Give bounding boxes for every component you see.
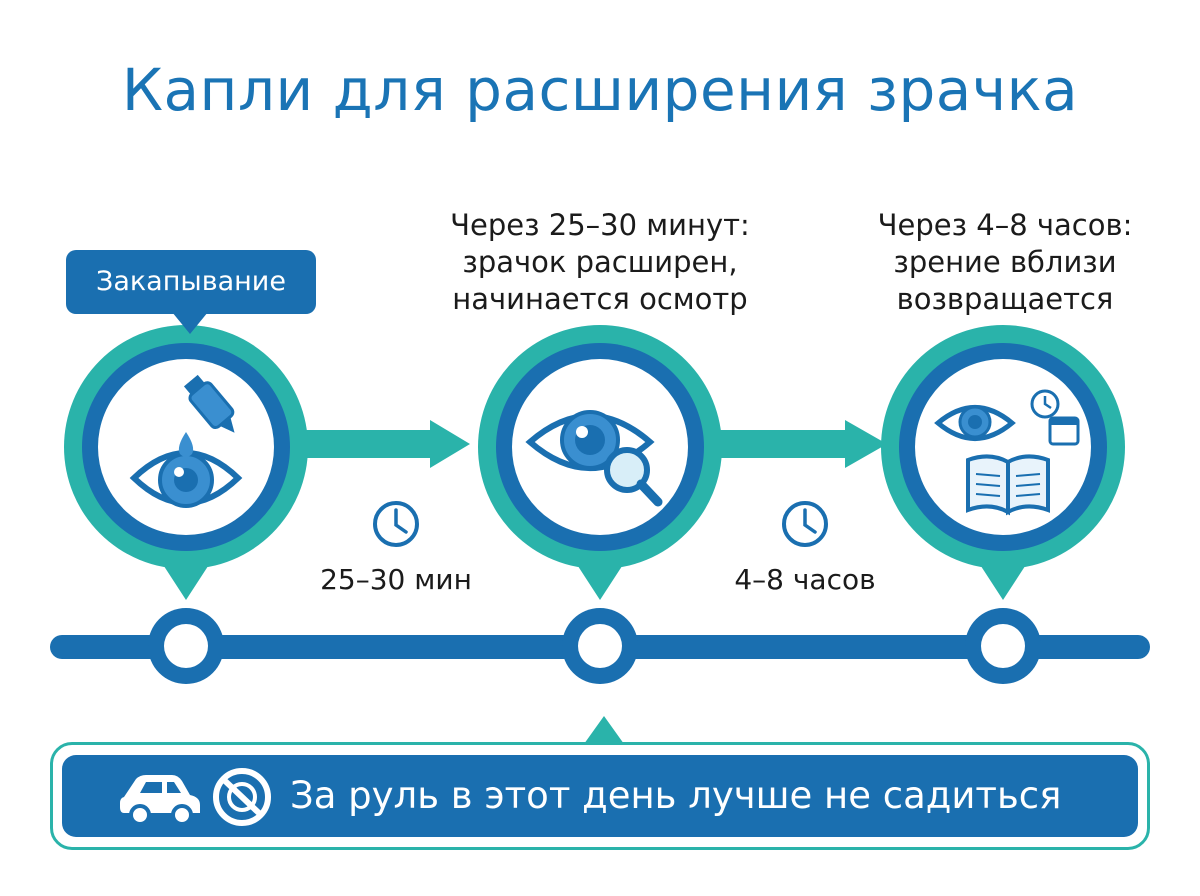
timeline-node-2 (562, 608, 638, 684)
warning-text: За руль в этот день лучше не садиться (290, 774, 1062, 817)
arrow-1 (300, 420, 470, 468)
step-3-text: Через 4–8 часов: зрение вблизи возвращае… (877, 208, 1133, 316)
eye-book-calendar-icon (934, 389, 1080, 516)
eye-drops-icon (129, 374, 243, 508)
warning-banner-border (50, 742, 1150, 850)
clock-icon (373, 501, 419, 547)
step-2-text: Через 25–30 минут: зрачок расширен, начи… (450, 208, 750, 316)
timeline-node-1 (148, 608, 224, 684)
duration-label-2: 4–8 часов (734, 563, 876, 596)
banner-pointer (584, 716, 624, 744)
step-label-instillation: Закапывание (66, 250, 316, 334)
banner-icons (120, 768, 271, 826)
duration-label-1: 25–30 мин (320, 563, 472, 596)
no-driving-icon (213, 768, 271, 826)
timeline-node-3 (965, 608, 1041, 684)
car-icon (120, 775, 200, 826)
arrow-2 (715, 420, 887, 468)
eye-magnifier-icon (525, 410, 663, 507)
clock-icon (782, 501, 828, 547)
page-title: Капли для расширения зрачка (121, 56, 1079, 124)
